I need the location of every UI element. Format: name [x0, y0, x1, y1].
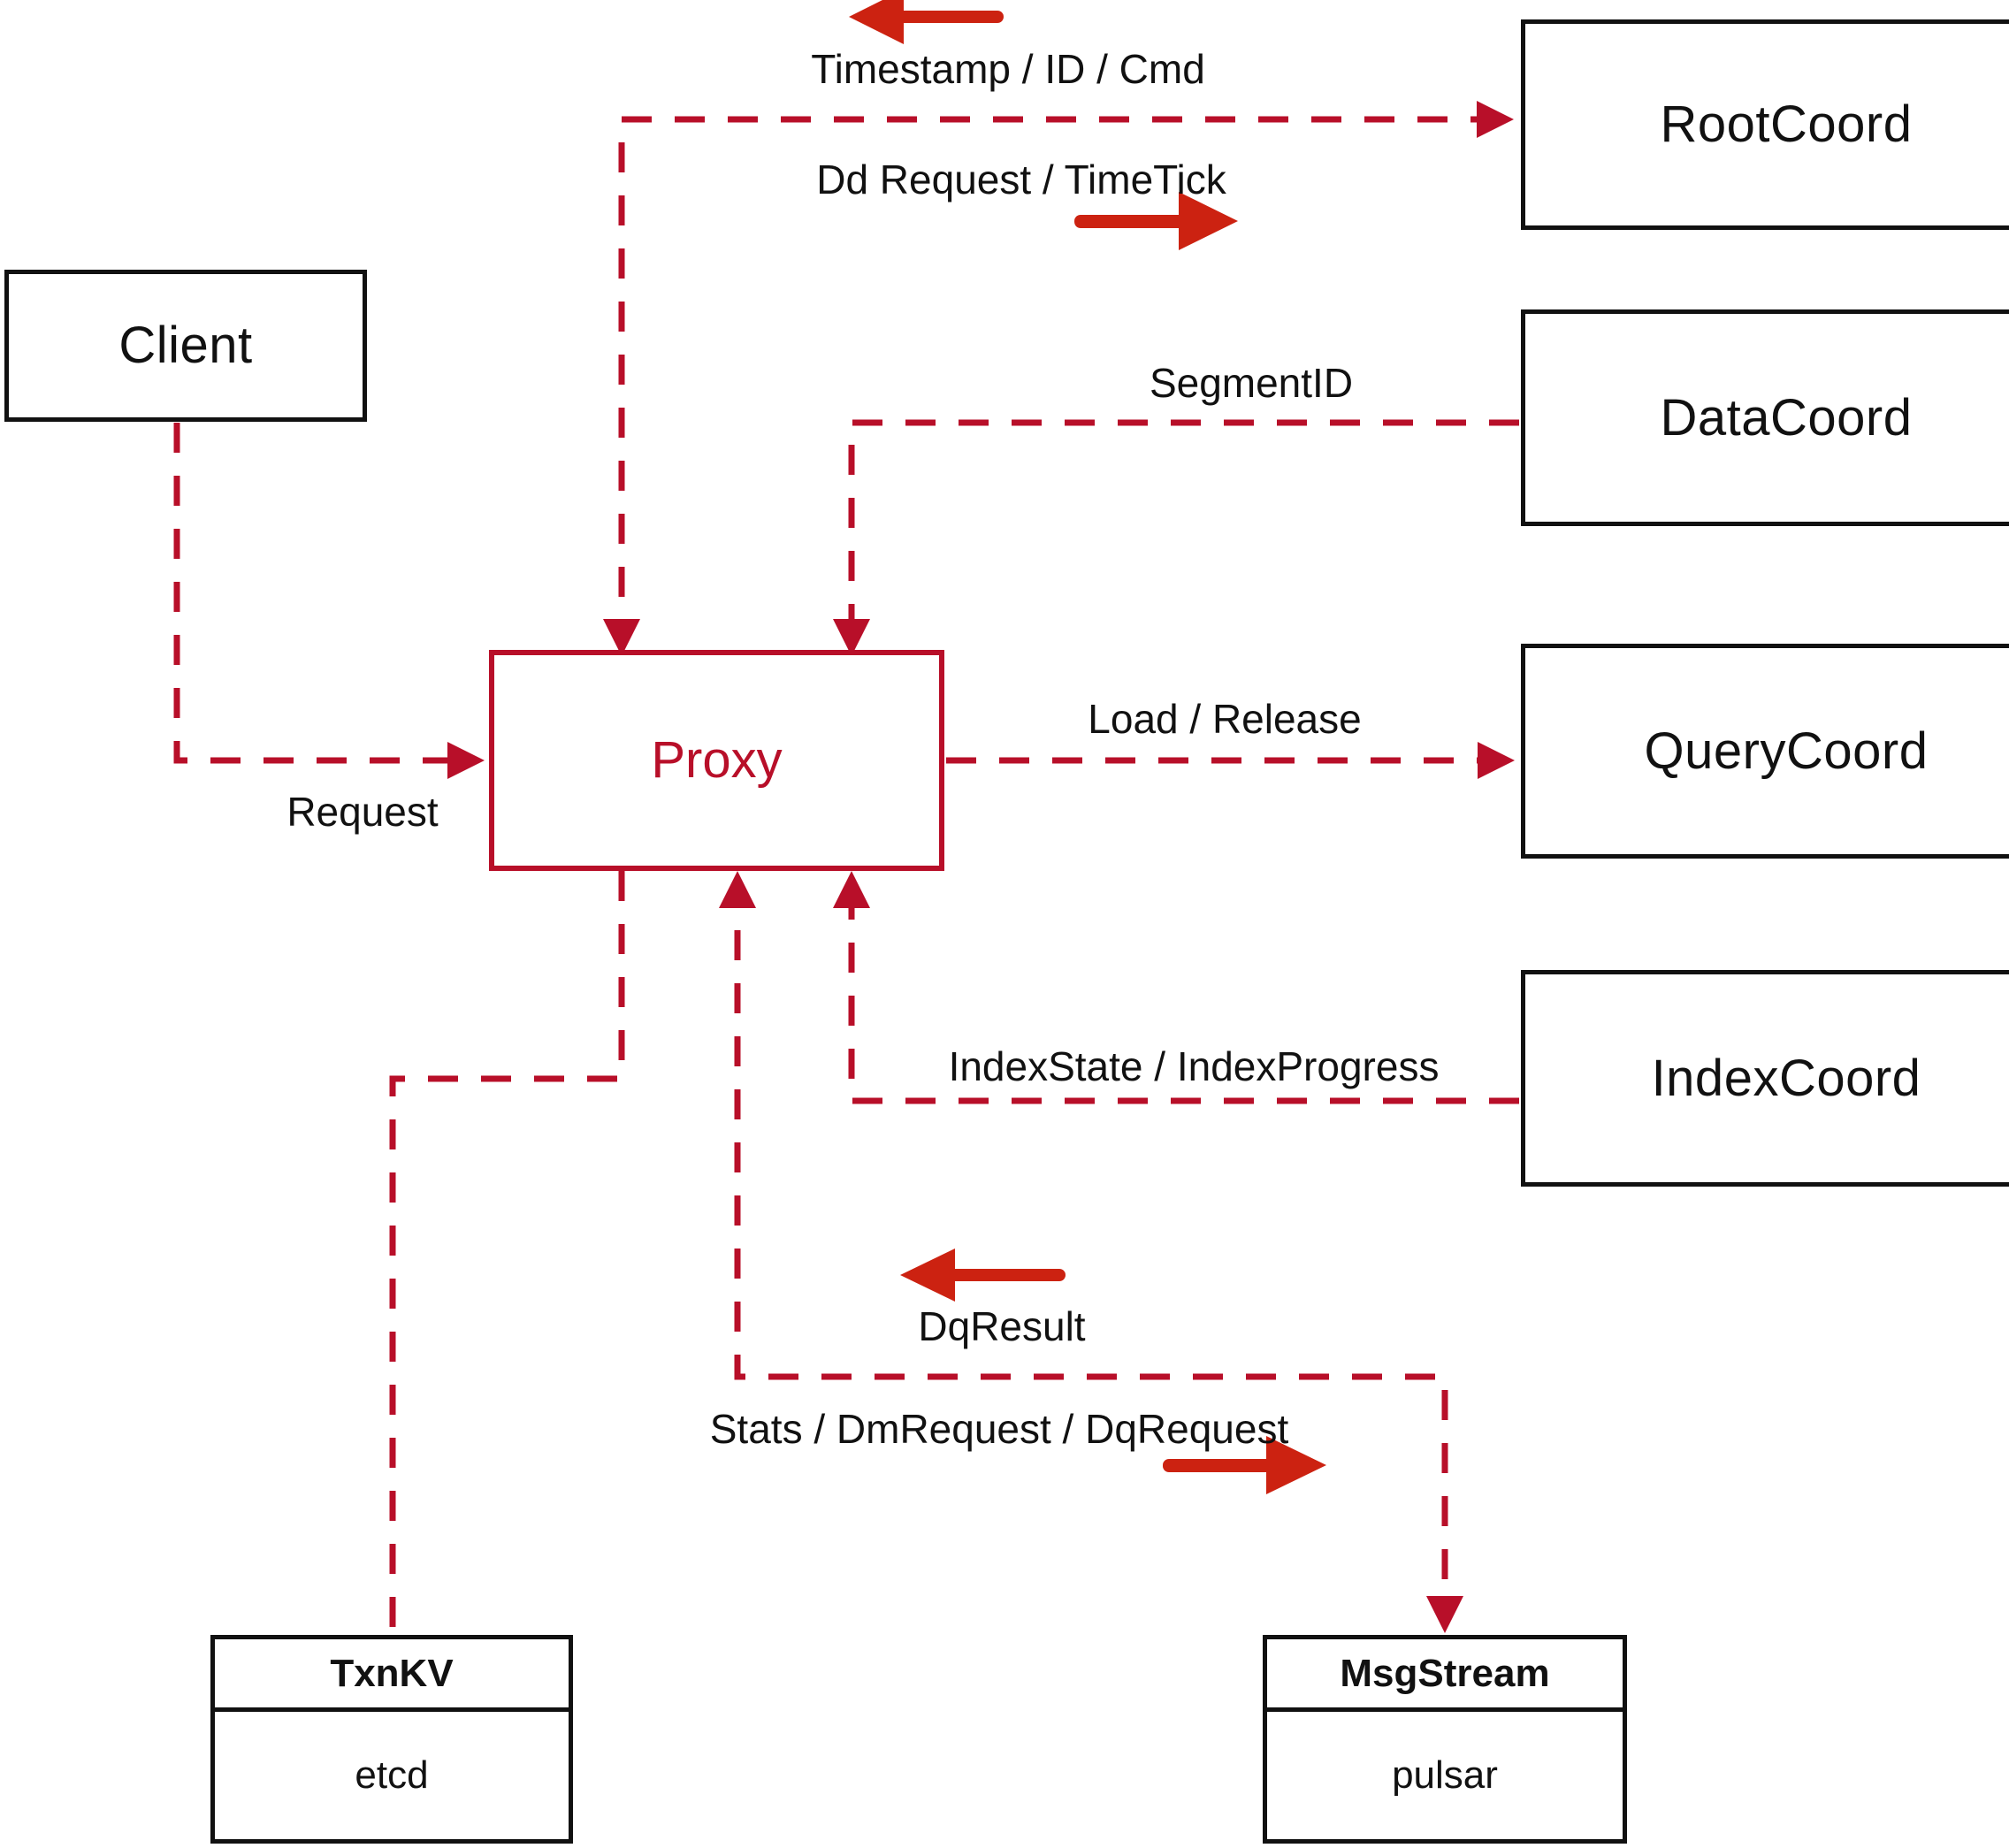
timestamp-id-cmd-arrow: [849, 0, 1004, 44]
node-client-label: Client: [118, 317, 253, 374]
node-txnkv[interactable]: TxnKV etcd: [210, 1635, 573, 1844]
node-msgstream[interactable]: MsgStream pulsar: [1263, 1635, 1627, 1844]
node-querycoord-label: QueryCoord: [1644, 722, 1929, 780]
edge-proxy-to-msgstream: [719, 871, 1463, 1633]
edge-client-to-proxy: [173, 423, 485, 779]
node-indexcoord-label: IndexCoord: [1651, 1049, 1921, 1107]
edge-label-timestamp-id-cmd: Timestamp / ID / Cmd: [811, 46, 1205, 92]
node-txnkv-impl: etcd: [355, 1753, 429, 1797]
edge-proxy-to-txnkv: [389, 871, 625, 1632]
edge-label-load-release: Load / Release: [1088, 696, 1362, 742]
node-proxy[interactable]: Proxy: [489, 650, 944, 871]
edge-label-dqresult: DqResult: [918, 1303, 1086, 1349]
dd-request-timetick-arrow: [1074, 192, 1238, 250]
node-querycoord[interactable]: QueryCoord: [1521, 644, 2009, 859]
node-msgstream-impl: pulsar: [1392, 1753, 1498, 1797]
node-datacoord-label: DataCoord: [1660, 388, 1913, 447]
edge-proxy-to-rootcoord: [603, 101, 1514, 656]
node-msgstream-title: MsgStream: [1267, 1639, 1623, 1712]
edge-label-indexstate-progress: IndexState / IndexProgress: [948, 1043, 1440, 1089]
edge-label-segmentid: SegmentID: [1149, 360, 1354, 406]
edge-label-dd-request-timetick: Dd Request / TimeTick: [816, 157, 1226, 202]
edge-datacoord-to-proxy: [833, 419, 1519, 656]
node-datacoord[interactable]: DataCoord: [1521, 309, 2009, 526]
node-proxy-label: Proxy: [651, 731, 783, 789]
dqresult-arrow: [900, 1249, 1066, 1302]
node-rootcoord[interactable]: RootCoord: [1521, 19, 2009, 230]
stats-dm-dq-arrow: [1163, 1436, 1326, 1494]
node-indexcoord[interactable]: IndexCoord: [1521, 970, 2009, 1187]
node-client[interactable]: Client: [4, 270, 367, 422]
edge-label-request: Request: [286, 789, 439, 835]
edge-label-stats-dm-dq: Stats / DmRequest / DqRequest: [709, 1406, 1289, 1452]
node-rootcoord-label: RootCoord: [1660, 95, 1913, 153]
node-txnkv-title: TxnKV: [215, 1639, 569, 1712]
